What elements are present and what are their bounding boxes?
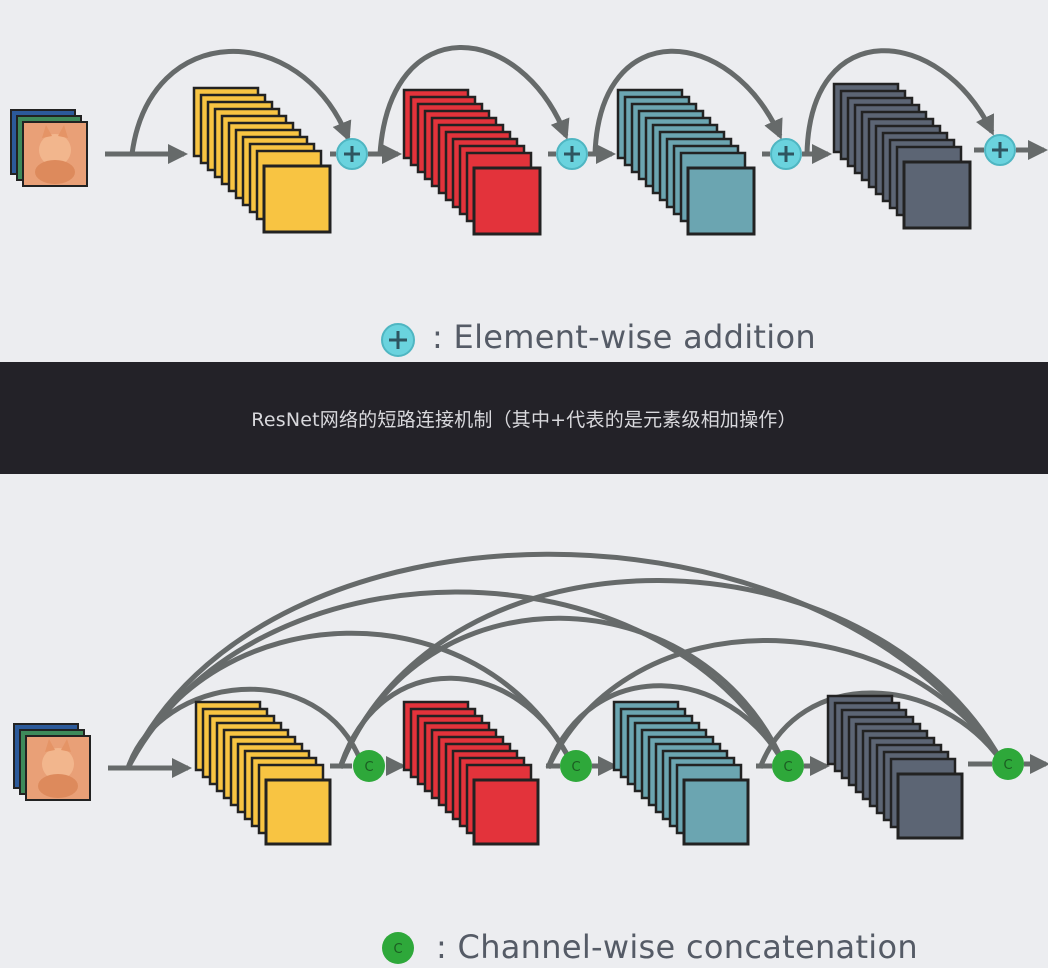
main-path <box>105 140 1048 164</box>
concat-node: C <box>560 750 592 782</box>
resnet-diagram <box>10 45 1048 357</box>
concat-node: C <box>772 750 804 782</box>
resnet-diagram-panel: : Element-wise addition <box>0 0 1048 362</box>
concat-node: C <box>353 750 385 782</box>
conv-block-yellow <box>194 700 332 846</box>
conv-block-teal <box>616 88 756 236</box>
legend-concat-label: C <box>393 942 402 957</box>
conv-block-yellow <box>192 86 332 234</box>
concat-node: C <box>992 748 1024 780</box>
legend-concatenation-text: : Channel-wise concatenation <box>436 928 918 966</box>
feature-map-front <box>472 166 542 236</box>
dense-connections <box>125 551 1005 770</box>
conv-block-slate <box>832 82 972 230</box>
add-node <box>770 138 802 170</box>
legend-add-icon <box>381 323 415 357</box>
concat-node-label: C <box>783 760 792 775</box>
legend-concat-icon: C <box>382 932 414 964</box>
concat-node-label: C <box>1003 758 1012 773</box>
figure-caption: ResNet网络的短路连接机制（其中+代表的是元素级相加操作） <box>251 408 797 431</box>
feature-map-front <box>472 778 540 846</box>
conv-block-red <box>402 88 542 236</box>
conv-block-red <box>402 700 540 846</box>
input-image-stack <box>10 109 88 187</box>
conv-block-slate <box>826 694 964 840</box>
conv-block-teal <box>612 700 750 846</box>
add-node <box>984 134 1016 166</box>
caption-band: ResNet网络的短路连接机制（其中+代表的是元素级相加操作） <box>0 362 1048 474</box>
feature-map-front <box>264 778 332 846</box>
feature-map-front <box>896 772 964 840</box>
main-path <box>108 754 1048 778</box>
add-node <box>336 138 368 170</box>
input-image-stack <box>13 723 91 801</box>
feature-map-front <box>902 160 972 230</box>
densenet-diagram: C C C C C <box>13 551 1048 964</box>
add-node <box>556 138 588 170</box>
feature-map-front <box>682 778 750 846</box>
legend-addition-text: : Element-wise addition <box>432 318 816 356</box>
densenet-diagram-panel: C C C C C : Channel-wise concatenation <box>0 474 1048 968</box>
feature-map-front <box>262 164 332 234</box>
feature-map-front <box>686 166 756 236</box>
skip-connections <box>129 45 995 155</box>
concat-node-label: C <box>571 760 580 775</box>
concat-node-label: C <box>364 760 373 775</box>
